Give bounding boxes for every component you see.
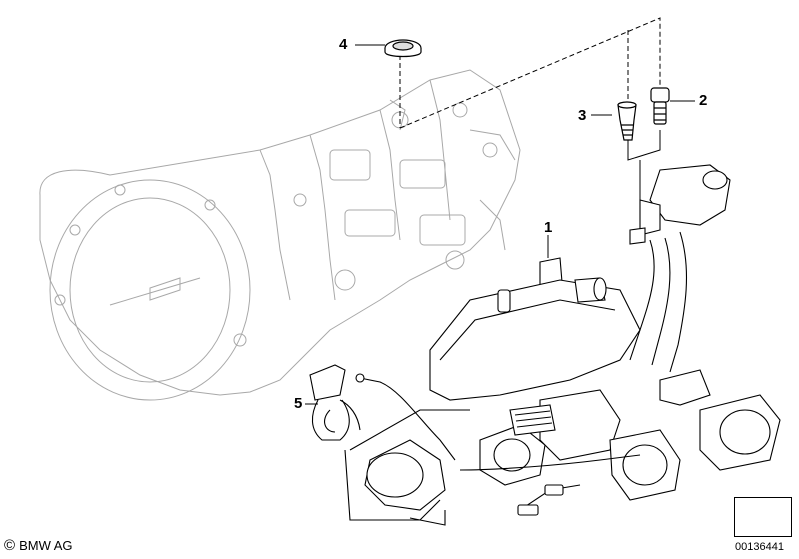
part-number: 00136441 (735, 541, 784, 553)
brand-name: BMW AG (19, 538, 73, 553)
copyright-symbol: © (4, 537, 16, 554)
hydraulic-unit-part (344, 164, 781, 526)
bracket-part (309, 364, 456, 461)
callout-3: 3 (578, 107, 587, 124)
copyright-line: © BMW AG (4, 537, 73, 554)
callout-1: 1 (544, 219, 553, 236)
navigation-arrow-box[interactable] (734, 497, 792, 537)
plug-part (617, 101, 637, 141)
callout-2: 2 (699, 92, 708, 109)
callout-leaders (305, 44, 695, 405)
callout-4: 4 (339, 36, 348, 53)
callout-5: 5 (294, 395, 303, 412)
screw-part (650, 87, 670, 125)
sealing-cap-part (384, 39, 422, 58)
transmission-housing (39, 69, 521, 401)
